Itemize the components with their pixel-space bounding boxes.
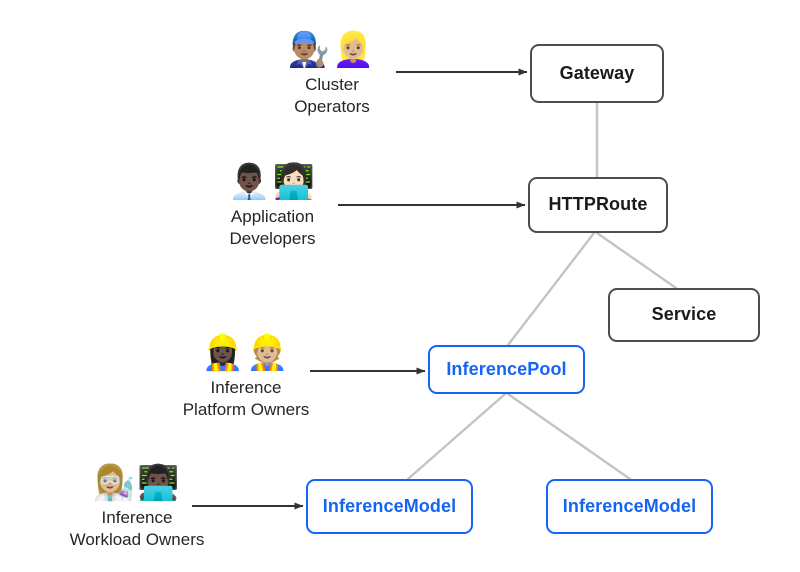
persona-label: Inference Workload Owners — [69, 508, 205, 549]
mechanic-man-icon-and-mechanic-woman-icon: 👨🏽‍🔧👱🏼‍♀️ — [287, 30, 377, 70]
persona-application-developers: 👨🏿‍💼👩🏻‍💻 Application Developers — [210, 162, 335, 250]
connector-httproute-service — [595, 231, 678, 290]
node-gateway[interactable]: Gateway — [530, 44, 664, 103]
node-inferencemodel1[interactable]: InferenceModel — [306, 479, 473, 534]
persona-label: Application Developers — [229, 207, 316, 248]
node-label: Gateway — [559, 62, 635, 83]
construction-worker-woman-icon-and-construction-worker-man-icon: 👷🏿‍♀️👷🏼 — [201, 333, 291, 373]
node-service[interactable]: Service — [608, 288, 760, 342]
node-label: InferencePool — [446, 358, 567, 379]
persona-inference-workload-owners: 👩🏼‍🔬👨🏿‍💻 Inference Workload Owners — [52, 463, 222, 551]
node-label: Service — [651, 304, 717, 325]
node-inferencemodel2[interactable]: InferenceModel — [546, 479, 713, 534]
persona-arrows — [192, 68, 528, 510]
connector-inferencepool-inferencemodel2 — [506, 392, 632, 481]
scientist-woman-icon-and-technologist-man-icon: 👩🏼‍🔬👨🏿‍💻 — [92, 463, 182, 503]
connector-httproute-inferencepool — [506, 231, 596, 347]
node-label: HTTPRoute — [548, 194, 648, 215]
connector-inferencepool-inferencemodel1 — [406, 392, 507, 481]
node-label: InferenceModel — [322, 495, 457, 516]
persona-label: Inference Platform Owners — [182, 378, 310, 419]
node-inferencepool[interactable]: InferencePool — [428, 345, 585, 394]
node-httproute[interactable]: HTTPRoute — [528, 177, 668, 233]
office-worker-man-icon-and-technologist-woman-icon: 👨🏿‍💼👩🏻‍💻 — [228, 162, 317, 202]
node-label: InferenceModel — [562, 495, 697, 516]
persona-label: Cluster Operators — [294, 75, 370, 116]
persona-cluster-operators: 👨🏽‍🔧👱🏼‍♀️ Cluster Operators — [272, 30, 392, 118]
persona-inference-platform-owners: 👷🏿‍♀️👷🏼 Inference Platform Owners — [166, 333, 326, 421]
